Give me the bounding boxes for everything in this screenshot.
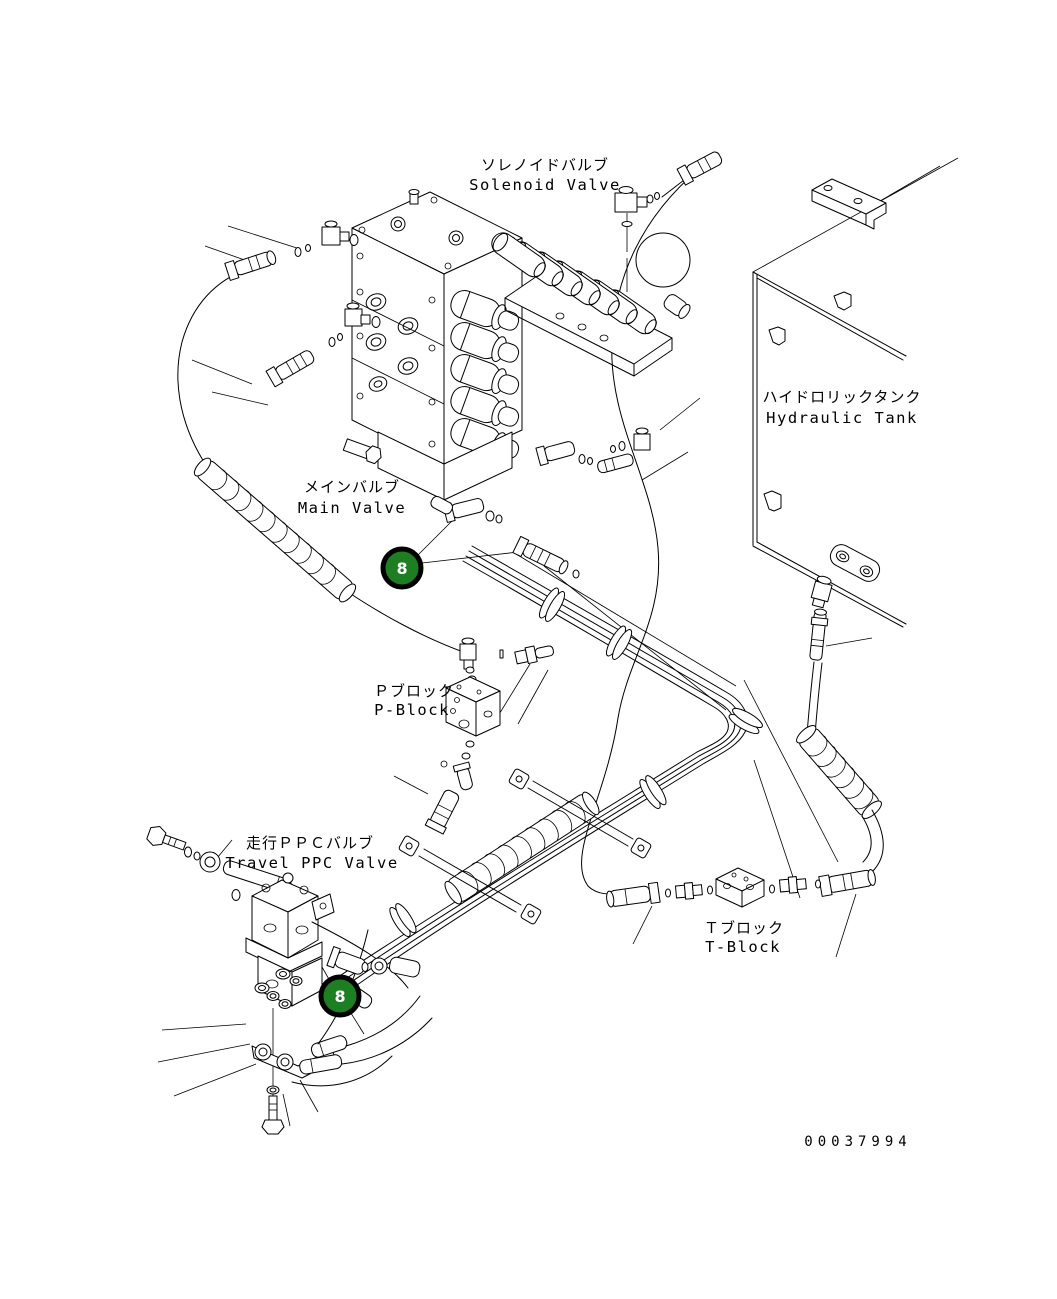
p-block-drawing [424, 637, 554, 835]
label-p-block-en: P-Block [374, 701, 450, 719]
tube-clamp-rings [389, 587, 763, 938]
callout-8-lower-number: 8 [334, 987, 345, 1006]
callout-8-upper[interactable]: 8 [380, 546, 424, 590]
label-p-block-jp: Ｐブロック [374, 682, 454, 700]
right-valve-fittings [535, 427, 651, 474]
label-solenoid-valve-en: Solenoid Valve [469, 176, 621, 194]
label-main-valve-en: Main Valve [298, 499, 406, 517]
label-hydraulic-tank-en: Hydraulic Tank [766, 409, 918, 427]
label-solenoid-valve-jp: ソレノイドバルブ [481, 156, 609, 174]
travel-ppc-valve-drawing [146, 826, 433, 1135]
band-clamp-straps [398, 768, 652, 925]
label-travel-ppc-valve-en: Travel PPC Valve [225, 854, 398, 872]
part-number: 00037994 [804, 1134, 911, 1150]
left-wrapped-hose [177, 267, 467, 654]
hydraulic-tank-drawing [752, 178, 907, 661]
left-hose-fittings [224, 220, 381, 388]
main-valve-drawing [342, 189, 523, 501]
tank-bracket [811, 178, 887, 230]
label-main-valve-jp: メインバルブ [304, 478, 400, 496]
label-t-block-en: T-Block [705, 938, 781, 956]
below-valve-fittings [430, 495, 580, 579]
label-hydraulic-tank-jp: ハイドロリックタンク [762, 388, 921, 406]
callout-8-upper-number: 8 [396, 559, 407, 578]
solenoid-valve-drawing [491, 151, 723, 377]
callout-8-lower[interactable]: 8 [318, 974, 362, 1018]
tank-hose-wrapped [796, 661, 884, 897]
label-travel-ppc-valve-jp: 走行ＰＰＣバルブ [246, 834, 374, 852]
t-block-drawing [606, 867, 821, 908]
leader-lines [157, 157, 959, 1127]
callout-8-lower-circle[interactable] [318, 974, 362, 1018]
label-t-block-jp: Ｔブロック [704, 919, 784, 937]
bundle-spiral-wrap [444, 791, 600, 905]
callout-8-upper-circle[interactable] [380, 546, 424, 590]
